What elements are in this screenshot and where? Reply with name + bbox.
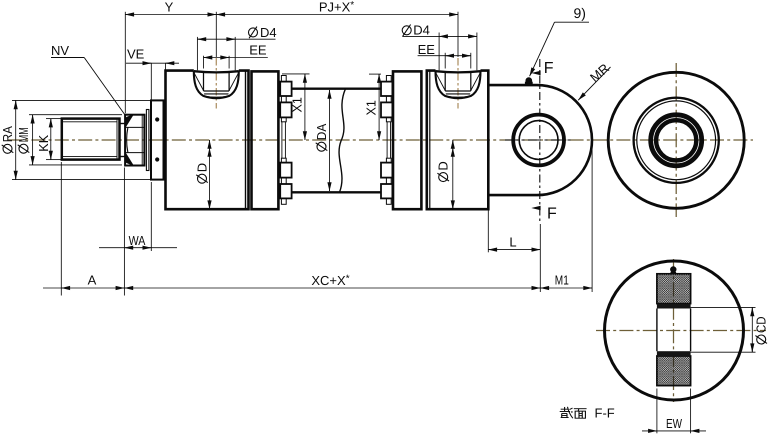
svg-text:VE: VE: [127, 47, 145, 62]
svg-text:NV: NV: [51, 43, 69, 58]
svg-text:KK: KK: [36, 135, 51, 152]
svg-text:EE: EE: [418, 42, 436, 57]
svg-text:A: A: [88, 273, 97, 288]
svg-text:RA: RA: [0, 126, 15, 142]
svg-text:D: D: [194, 163, 209, 172]
svg-text:XC+X*: XC+X*: [311, 273, 349, 288]
svg-text:DA: DA: [314, 124, 329, 141]
svg-text:L: L: [509, 235, 516, 250]
svg-text:EE: EE: [249, 42, 267, 57]
svg-text:PJ+X*: PJ+X*: [319, 0, 354, 15]
svg-text:EW: EW: [666, 416, 683, 431]
svg-text:D4: D4: [413, 22, 430, 37]
svg-text:D: D: [436, 161, 451, 170]
svg-text:Y: Y: [165, 0, 174, 15]
svg-text:MM: MM: [16, 127, 31, 142]
svg-text:9): 9): [574, 5, 586, 21]
svg-text:CD: CD: [754, 316, 769, 333]
svg-text:WA: WA: [129, 233, 146, 248]
svg-text:X1: X1: [289, 97, 304, 112]
svg-text:M1: M1: [555, 273, 569, 288]
svg-text:D4: D4: [260, 25, 277, 40]
svg-text:X1: X1: [363, 100, 378, 115]
svg-text:F-F: F-F: [595, 406, 615, 421]
svg-text:F: F: [544, 60, 554, 77]
svg-text:F: F: [547, 206, 557, 223]
